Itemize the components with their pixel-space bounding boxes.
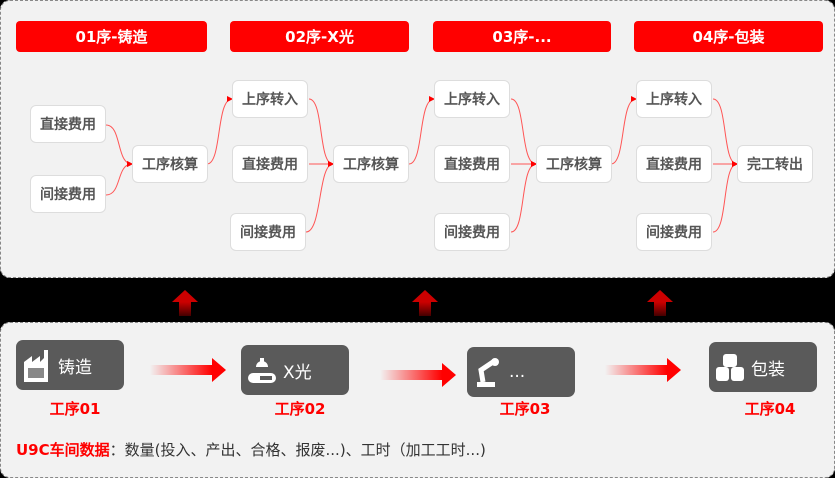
stage-header-01: 01序-铸造 — [16, 21, 207, 52]
process-name: X光 — [283, 362, 312, 383]
node-direct-cost-4: 直接费用 — [636, 145, 712, 183]
up-arrow-icon — [647, 290, 673, 316]
stage-header-04: 04序-包装 — [634, 21, 823, 52]
node-process-calc-1: 工序核算 — [132, 145, 208, 183]
stage-header-02: 02序-X光 — [230, 21, 409, 52]
robot-arm-icon — [467, 356, 509, 388]
connectors — [105, 96, 738, 233]
flow-arrow-icon — [605, 358, 681, 382]
process-box-2: X光 — [241, 345, 349, 395]
node-direct-cost-2: 直接费用 — [232, 145, 308, 183]
process-label-3: 工序03 — [499, 400, 551, 418]
process-box-4: 包装 — [709, 342, 817, 392]
node-direct-cost-1: 直接费用 — [30, 105, 106, 143]
process-label-4: 工序04 — [744, 400, 796, 418]
node-process-calc-2: 工序核算 — [333, 145, 409, 183]
note-title: U9C车间数据 — [16, 441, 110, 459]
node-prev-transfer-4: 上序转入 — [636, 80, 712, 118]
process-name: ... — [509, 362, 526, 382]
flow-arrow-icon — [380, 363, 456, 387]
node-process-calc-3: 工序核算 — [536, 145, 612, 183]
flow-arrow-icon — [150, 358, 226, 382]
package-rolls-icon — [709, 352, 751, 382]
node-direct-cost-3: 直接费用 — [434, 145, 510, 183]
node-indirect-cost-1: 间接费用 — [30, 175, 106, 213]
node-indirect-cost-2: 间接费用 — [230, 213, 306, 251]
note-sep: ： — [109, 441, 125, 459]
process-box-3: ... — [467, 347, 575, 397]
workshop-data-note: U9C车间数据：数量(投入、产出、合格、报废...)、工时（加工工时...) — [16, 439, 486, 460]
up-arrow-icon — [412, 290, 438, 316]
process-label-1: 工序01 — [49, 400, 101, 418]
up-arrow-icon — [172, 290, 198, 316]
note-text: 数量(投入、产出、合格、报废...)、工时（加工工时...) — [124, 441, 486, 459]
node-indirect-cost-4: 间接费用 — [636, 213, 712, 251]
factory-icon — [16, 348, 58, 382]
process-box-1: 铸造 — [16, 340, 124, 390]
stage-header-03: 03序-... — [433, 21, 611, 52]
node-prev-transfer-2: 上序转入 — [232, 80, 308, 118]
node-prev-transfer-3: 上序转入 — [434, 80, 510, 118]
xray-machine-icon — [241, 355, 283, 385]
process-label-2: 工序02 — [274, 400, 326, 418]
node-finish-transfer: 完工转出 — [737, 145, 813, 183]
process-name: 铸造 — [58, 357, 92, 378]
process-name: 包装 — [751, 359, 785, 380]
node-indirect-cost-3: 间接费用 — [434, 213, 510, 251]
